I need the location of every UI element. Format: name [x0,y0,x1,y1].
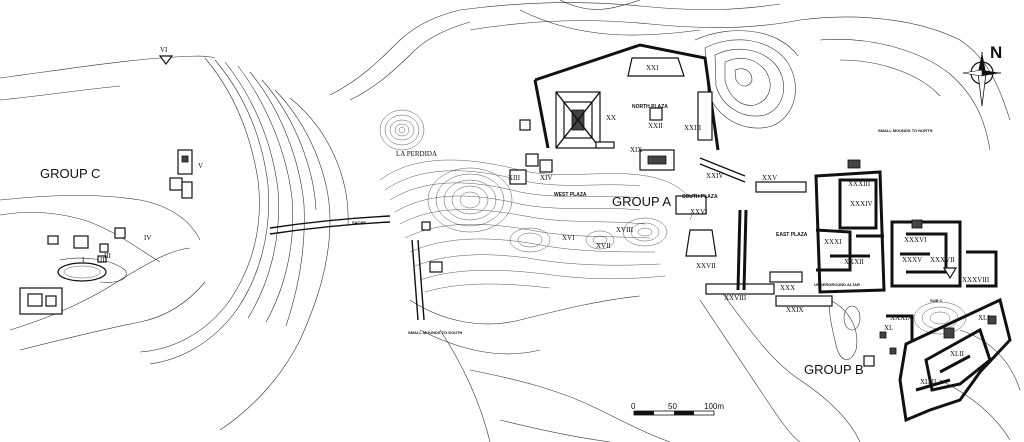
structure-label: XL [884,324,893,332]
la-perdida-label: LA PERDIDA [396,150,437,158]
scale-label-hundred: 100m [704,402,724,411]
structure-label: XXIX [786,306,804,314]
group-c-label: GROUP C [40,166,100,181]
structure-label: III [104,252,112,260]
structure-label: XXXVIII [962,276,990,284]
structure-label: XXXV [902,256,922,264]
scale-label-zero: 0 [631,402,636,411]
structure-label: XIV [540,174,552,182]
structure-label: XXII [648,122,663,130]
structure-label: XVII [596,242,611,250]
structure-label: I [82,256,85,264]
structure-label: XLIII [920,378,937,386]
structure-label: VI [160,46,168,54]
structure-numerals: I II III IV V VI XIII XIV XVI XVII XVIII… [82,46,990,386]
structure-label: XLII [950,350,965,358]
sacbe-causeway [269,215,425,321]
structure-label: IV [144,234,151,242]
east-plaza-label: EAST PLAZA [776,232,808,238]
structure-label: XXXII [844,258,864,266]
structure-label: XLI [978,314,990,322]
group-b-label: GROUP B [804,362,864,377]
structure-label: XXI [646,64,659,72]
scale-bar [633,410,715,416]
structure-label: XIII [508,174,521,182]
structure-label: XXVII [696,262,716,270]
sub-c-label: SUB C [930,298,943,303]
structure-label: XXXIX [890,314,913,322]
structure-label: XXV [762,174,777,182]
structure-label: XXXVI [904,236,927,244]
sacbe-label: SACBE [352,220,366,225]
structure-label: XXIII [684,124,702,132]
group-c-structures [19,55,193,315]
structure-label: XXXIV [850,200,873,208]
structure-label: XXIV [706,172,724,180]
structure-label: XVIII [616,226,634,234]
structure-label: XXXVII [930,256,956,264]
structure-label: II [100,256,105,264]
structure-label: V [198,162,203,170]
underground-altar-label: UNDERGROUND ALTAR [814,282,860,287]
north-arrow-icon [962,52,1001,107]
group-a-label: GROUP A [612,194,671,209]
structure-label: XVI [562,234,575,242]
structure-label: XXX [780,284,795,292]
structure-label: XXXIII [848,180,871,188]
west-plaza-label: WEST PLAZA [554,192,587,198]
scale-label-fifty: 50 [668,402,677,411]
north-letter: N [990,43,1002,62]
structure-label: XXVI [690,208,708,216]
north-plaza-label: NORTH PLAZA [632,104,668,110]
small-mounds-south-label: SMALL MOUNDS TO SOUTH [408,330,462,335]
structure-label: XXXI [824,238,842,246]
structure-label: XX [606,114,616,122]
group-b-structures [705,159,1012,423]
structure-label: XXVIII [724,294,747,302]
south-plaza-label: SOUTH PLAZA [682,194,718,200]
small-mounds-north-label: SMALL MOUNDS TO NORTH [878,128,933,133]
structure-label: XIX [630,146,642,154]
group-a-structures [421,43,746,273]
